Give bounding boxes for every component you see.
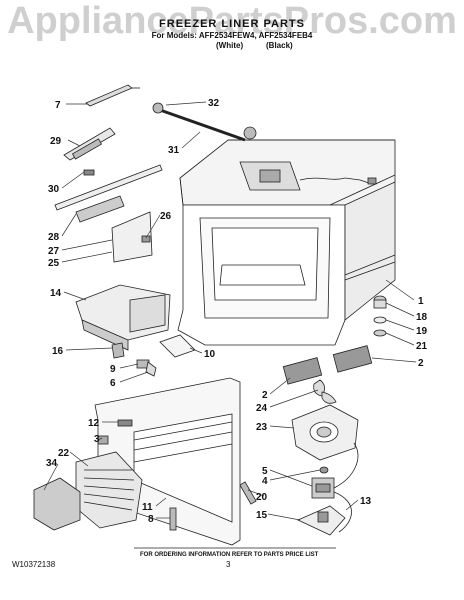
bin-clip <box>111 342 125 359</box>
callout-23: 23 <box>256 422 268 433</box>
rail-bracket <box>63 127 116 161</box>
callout-12: 12 <box>88 418 100 429</box>
page-title: FREEZER LINER PARTS <box>159 18 305 30</box>
leader-lines <box>43 101 417 521</box>
color-black-label: (Black) <box>266 41 293 50</box>
callout-13: 13 <box>360 496 372 507</box>
callout-27: 27 <box>48 246 60 257</box>
callout-10: 10 <box>204 349 216 360</box>
fan-motor-grommet <box>319 466 329 474</box>
callout-7: 7 <box>55 100 61 111</box>
motor-shaft <box>239 481 257 505</box>
callout-14: 14 <box>50 288 62 299</box>
callout-31: 31 <box>168 145 180 156</box>
motor-wire-harness <box>333 442 359 533</box>
insulation-pad-right <box>332 345 373 373</box>
callout-26: 26 <box>160 211 172 222</box>
callout-22: 22 <box>58 448 70 459</box>
cover-screw <box>117 419 133 427</box>
callout-16: 16 <box>52 346 64 357</box>
motor-bracket <box>297 505 346 536</box>
callout-24: 24 <box>256 403 268 414</box>
model-list: For Models: AFF2534FEW4, AFF2534FEB4 <box>151 31 313 40</box>
callout-3: 3 <box>94 434 100 445</box>
callout-29: 29 <box>50 136 62 147</box>
callout-6: 6 <box>110 378 116 389</box>
callout-32: 32 <box>208 98 220 109</box>
callout-21: 21 <box>416 341 428 352</box>
fan-motor <box>311 477 335 499</box>
light-shield <box>159 334 196 358</box>
callout-5: 5 <box>262 466 268 477</box>
drawer-rod <box>152 102 257 142</box>
callout-34: 34 <box>46 458 58 469</box>
evaporator-fan-blade <box>313 379 337 404</box>
callout-11: 11 <box>142 502 153 513</box>
drawer-slide-cover <box>111 211 153 263</box>
cover-bracket <box>169 507 177 531</box>
callout-9: 9 <box>110 364 116 375</box>
slide-rail <box>54 164 163 223</box>
damper-nut <box>373 329 387 337</box>
callout-8: 8 <box>148 514 154 525</box>
damper-knob <box>373 295 387 309</box>
callout-labels: 7 32 29 31 30 26 28 27 25 14 1 18 19 16 … <box>46 98 428 525</box>
color-white-label: (White) <box>216 41 244 50</box>
fan-housing <box>291 404 359 461</box>
callout-25: 25 <box>48 258 60 269</box>
rail-screw <box>83 169 95 176</box>
ordering-note: FOR ORDERING INFORMATION REFER TO PARTS … <box>140 552 319 558</box>
watermark: AppliancePartsPros.com <box>7 0 457 42</box>
callout-4: 4 <box>262 476 268 487</box>
freezer-bin <box>75 284 171 351</box>
callout-18: 18 <box>416 312 428 323</box>
callout-1: 1 <box>418 296 424 307</box>
page-number: 3 <box>226 560 231 569</box>
damper-washer <box>373 316 387 324</box>
freezer-liner <box>177 139 396 346</box>
light-socket <box>136 359 157 377</box>
callout-2-left: 2 <box>262 390 268 401</box>
callout-15: 15 <box>256 510 268 521</box>
insulation-pad-left <box>282 357 323 385</box>
upper-rail <box>85 84 140 107</box>
document-number: W10372138 <box>12 560 56 569</box>
callout-20: 20 <box>256 492 268 503</box>
grille-cover <box>33 477 81 531</box>
callout-2-right: 2 <box>418 358 424 369</box>
callout-19: 19 <box>416 326 428 337</box>
callout-30: 30 <box>48 184 60 195</box>
callout-28: 28 <box>48 232 60 243</box>
